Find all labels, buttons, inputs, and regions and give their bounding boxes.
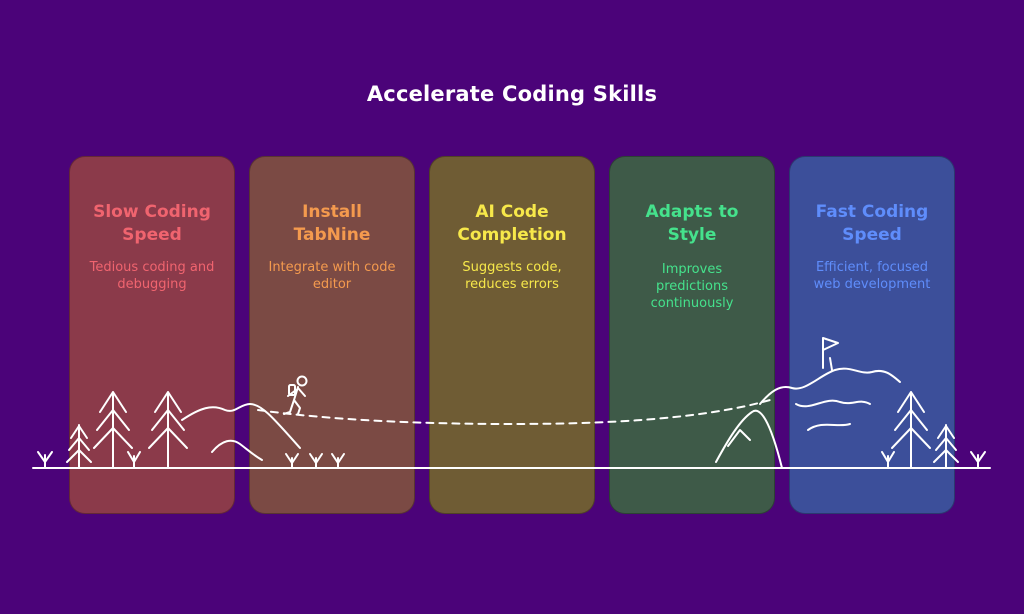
stage-description-line: continuously xyxy=(650,296,734,311)
stage-heading-line: Slow Coding xyxy=(93,202,211,222)
stage-card-fast-coding-speed: Fast Coding Speed Efficient, focused web… xyxy=(789,156,955,514)
diagram-title: Accelerate Coding Skills xyxy=(366,82,658,106)
stage-description-line: Tedious coding and xyxy=(89,260,215,275)
stage-description: Efficient, focused web development xyxy=(798,259,946,293)
stage-heading: Install TabNine xyxy=(256,201,408,247)
stage-heading-line: Completion xyxy=(457,225,567,245)
stage-description: Suggests code, reduces errors xyxy=(438,259,586,293)
stage-description-line: debugging xyxy=(117,277,187,292)
stage-description-line: Suggests code, xyxy=(462,260,562,275)
stage-heading-line: Install xyxy=(302,202,362,222)
stage-card-adapts-to-style: Adapts to Style Improves predictions con… xyxy=(609,156,775,514)
stage-heading: Adapts to Style xyxy=(616,201,768,247)
stage-heading: AI Code Completion xyxy=(436,201,588,247)
stage-card-install-tabnine: Install TabNine Integrate with code edit… xyxy=(249,156,415,514)
stage-card-ai-code-completion: AI Code Completion Suggests code, reduce… xyxy=(429,156,595,514)
stage-description-line: editor xyxy=(312,277,352,292)
stage-heading: Fast Coding Speed xyxy=(796,201,948,247)
stage-description-line: predictions xyxy=(656,279,728,294)
stage-description: Integrate with code editor xyxy=(258,259,406,293)
stage-description: Tedious coding and debugging xyxy=(78,259,226,293)
stage-card-slow-coding-speed: Slow Coding Speed Tedious coding and deb… xyxy=(69,156,235,514)
stage-description-line: Efficient, focused xyxy=(815,260,929,275)
stage-description: Improves predictions continuously xyxy=(618,261,766,312)
stage-heading-line: Speed xyxy=(842,225,902,245)
stage-heading-line: TabNine xyxy=(293,225,371,245)
stage-description-line: web development xyxy=(813,277,931,292)
stage-heading: Slow Coding Speed xyxy=(76,201,228,247)
sprout-icon xyxy=(37,451,53,469)
stage-heading-line: Style xyxy=(667,225,717,245)
stage-heading-line: Fast Coding xyxy=(815,202,929,222)
stage-heading-line: Speed xyxy=(122,225,182,245)
stage-description-line: Improves xyxy=(661,262,723,277)
sprout-icon xyxy=(970,451,986,469)
stage-description-line: reduces errors xyxy=(465,277,559,292)
stage-description-line: Integrate with code xyxy=(268,260,396,275)
stage-heading-line: Adapts to xyxy=(645,202,739,222)
stage-heading-line: AI Code xyxy=(475,202,549,222)
